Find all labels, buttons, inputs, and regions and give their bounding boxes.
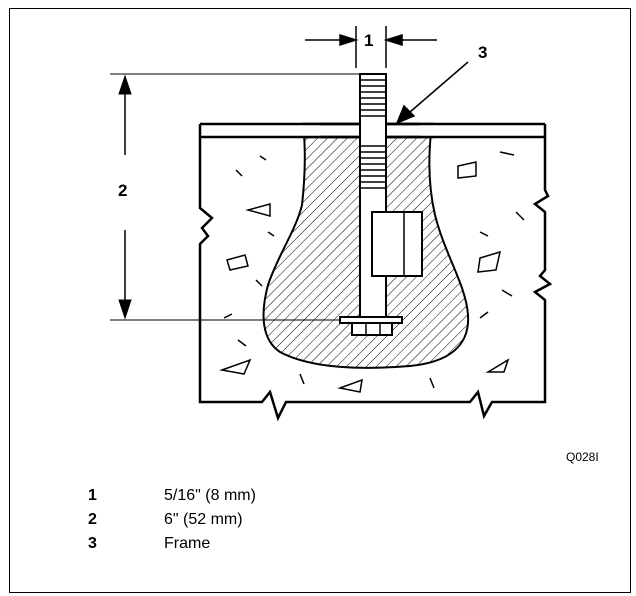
legend-text: 5/16" (8 mm) — [164, 487, 256, 504]
legend: 1 5/16" (8 mm) 2 6" (52 mm) 3 Frame — [88, 484, 256, 556]
anchor-bolt — [320, 73, 423, 336]
callout-3: 3 — [478, 43, 487, 62]
figure-code: Q028I — [566, 450, 599, 464]
legend-number: 1 — [88, 487, 97, 504]
legend-number: 2 — [88, 511, 97, 528]
legend-text: Frame — [164, 535, 211, 552]
legend-number: 3 — [88, 535, 97, 552]
callout-1: 1 — [364, 31, 373, 50]
legend-item: 2 6" (52 mm) — [88, 508, 256, 532]
callout-3-leader — [395, 61, 469, 125]
legend-text: 6" (52 mm) — [164, 511, 243, 528]
callout-2: 2 — [118, 181, 127, 200]
aggregate-stones — [219, 151, 525, 393]
dimension-2 — [110, 73, 360, 321]
legend-item: 3 Frame — [88, 532, 256, 556]
dimension-1 — [305, 26, 437, 68]
legend-item: 1 5/16" (8 mm) — [88, 484, 256, 508]
